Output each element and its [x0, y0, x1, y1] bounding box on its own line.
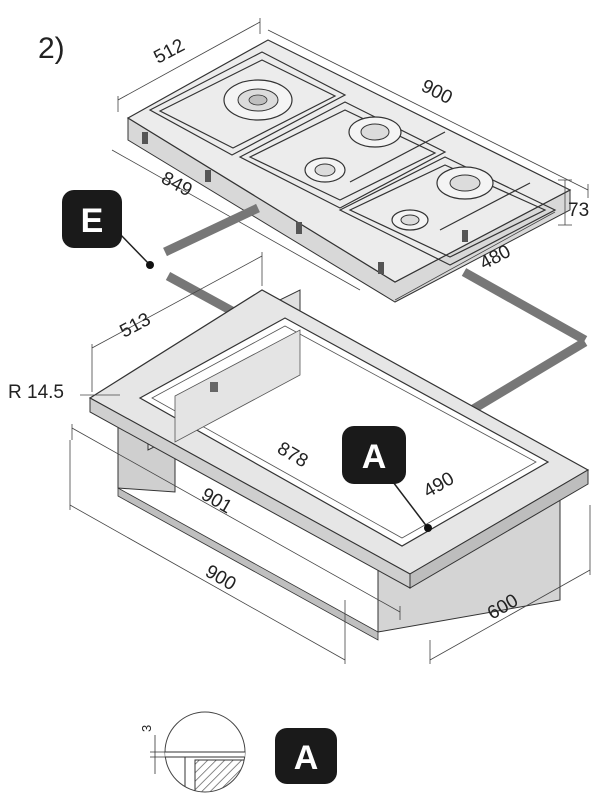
- pan-supports: [148, 51, 557, 266]
- detail-worktop-section: [194, 759, 245, 792]
- detail-thickness-label: 3: [139, 725, 154, 732]
- hob-depth-label: 512: [150, 35, 188, 68]
- hob: 512 900 73 849 480: [111, 18, 589, 303]
- callout-a: A: [342, 426, 432, 532]
- cabinet-dimension-lines: [69, 252, 591, 664]
- step-label: 2): [38, 32, 65, 65]
- hob-brackets: [142, 132, 468, 274]
- callout-a-badge: [342, 426, 406, 484]
- cabinet-bracket: [210, 382, 218, 392]
- callout-e-dot: [146, 261, 154, 269]
- detail-a-letter: A: [294, 739, 319, 777]
- callout-a-letter: A: [362, 438, 387, 476]
- detail-hob-edge: [165, 751, 245, 758]
- detail-a: 3 A: [139, 711, 337, 793]
- detail-a-badge: [275, 728, 337, 784]
- seal-strip-back: [163, 203, 260, 257]
- callout-e-letter: E: [81, 202, 104, 240]
- callout-e-badge: [62, 190, 122, 248]
- seal-strip-right-back: [461, 268, 588, 344]
- radius-label: R 14.5: [8, 382, 64, 403]
- outer-depth-label: 513: [116, 309, 154, 342]
- hob-width-label: 900: [418, 76, 456, 109]
- hob-height-label: 73: [568, 200, 589, 221]
- callout-e: E: [62, 190, 154, 269]
- cabinet: 513 R 14.5 878 490 901 900 600: [8, 252, 591, 664]
- callout-a-dot: [424, 524, 432, 532]
- base-width-label: 900: [202, 561, 240, 595]
- burners: [223, 79, 494, 231]
